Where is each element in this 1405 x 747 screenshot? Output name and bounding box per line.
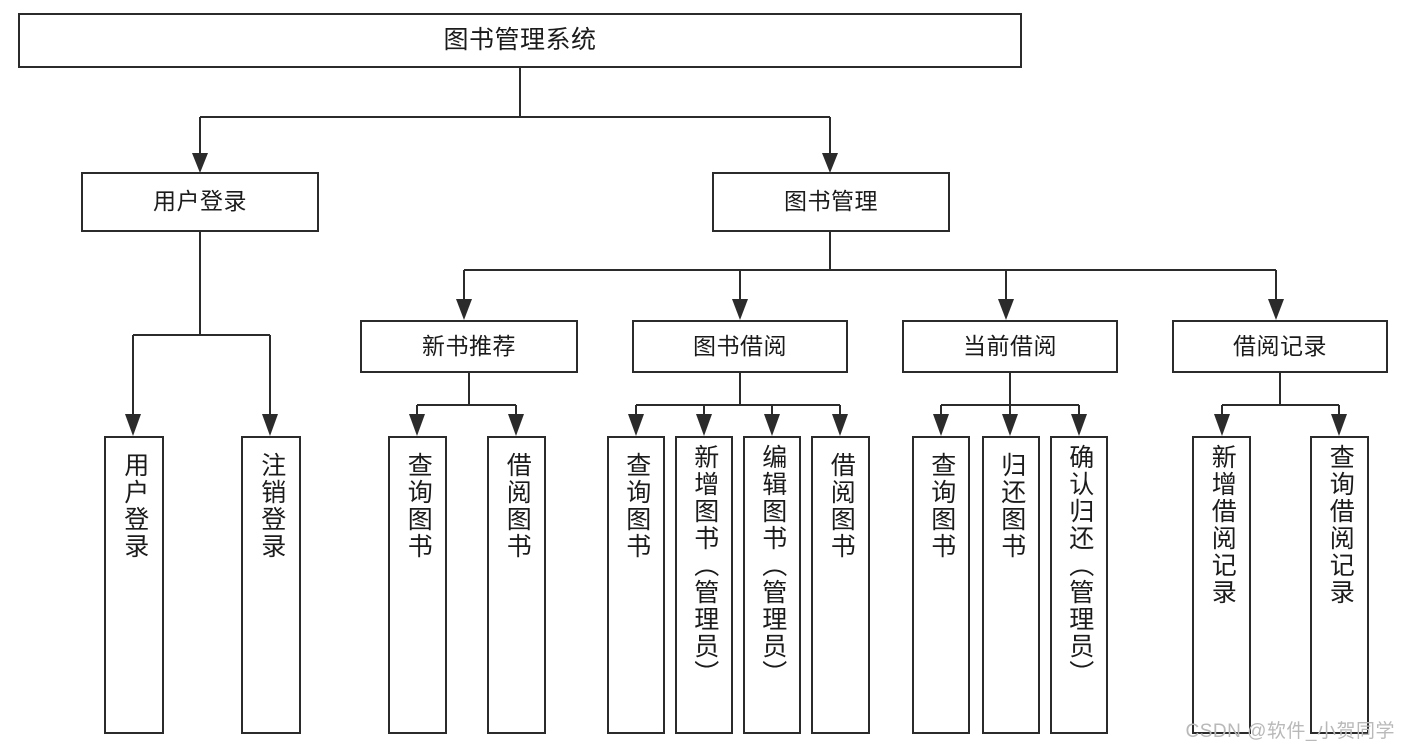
node-leaf-query-book-2-label: 查询图书 (622, 452, 651, 560)
node-root-label: 图书管理系统 (443, 25, 597, 54)
node-leaf-query-book-3[interactable]: 查询图书 (912, 436, 970, 734)
connector-current-borrow-branch (933, 373, 1087, 436)
node-leaf-user-logout[interactable]: 注销登录 (241, 436, 301, 734)
node-leaf-query-book-3-label: 查询图书 (927, 452, 956, 560)
node-leaf-borrow-book-2-label: 借阅图书 (827, 452, 856, 560)
node-current-borrow[interactable]: 当前借阅 (902, 320, 1118, 373)
node-leaf-query-book-1-label: 查询图书 (404, 452, 433, 560)
node-leaf-add-book[interactable]: 新增图书（管理员） (675, 436, 733, 734)
node-leaf-borrow-book-1-label: 借阅图书 (503, 452, 532, 560)
node-new-book-rec[interactable]: 新书推荐 (360, 320, 578, 373)
node-leaf-query-book-1[interactable]: 查询图书 (388, 436, 447, 734)
node-book-borrow-label: 图书借阅 (693, 332, 787, 359)
node-leaf-add-book-label: 新增图书（管理员） (690, 444, 719, 687)
node-current-borrow-label: 当前借阅 (963, 332, 1057, 359)
node-leaf-query-record-label: 查询借阅记录 (1326, 444, 1355, 606)
node-leaf-user-login-label: 用户登录 (120, 452, 149, 560)
node-leaf-user-login[interactable]: 用户登录 (104, 436, 164, 734)
connector-book-borrow-branch (628, 373, 848, 436)
connector-level2-bus (192, 115, 838, 173)
node-new-book-rec-label: 新书推荐 (422, 332, 516, 359)
node-borrow-record[interactable]: 借阅记录 (1172, 320, 1388, 373)
csdn-watermark: CSDN @软件_小贺同学 (1185, 721, 1395, 742)
node-book-manage[interactable]: 图书管理 (712, 172, 950, 232)
node-borrow-record-label: 借阅记录 (1233, 332, 1327, 359)
node-leaf-edit-book-label: 编辑图书（管理员） (758, 444, 787, 687)
node-book-manage-label: 图书管理 (784, 188, 878, 215)
node-leaf-user-logout-label: 注销登录 (257, 452, 286, 560)
connector-book-manage-bus (456, 232, 1284, 320)
connector-borrow-record-branch (1214, 373, 1347, 436)
node-leaf-query-book-2[interactable]: 查询图书 (607, 436, 665, 734)
node-leaf-borrow-book-1[interactable]: 借阅图书 (487, 436, 546, 734)
node-root[interactable]: 图书管理系统 (18, 13, 1022, 68)
node-user-login[interactable]: 用户登录 (81, 172, 319, 232)
node-leaf-add-record-label: 新增借阅记录 (1208, 444, 1237, 606)
connector-new-book-rec-branch (409, 373, 524, 436)
node-user-login-label: 用户登录 (153, 188, 247, 215)
node-leaf-return-book[interactable]: 归还图书 (982, 436, 1040, 734)
node-leaf-add-record[interactable]: 新增借阅记录 (1192, 436, 1251, 734)
node-leaf-confirm-return-label: 确认归还（管理员） (1065, 444, 1094, 687)
node-leaf-query-record[interactable]: 查询借阅记录 (1310, 436, 1369, 734)
node-leaf-confirm-return[interactable]: 确认归还（管理员） (1050, 436, 1108, 734)
node-leaf-borrow-book-2[interactable]: 借阅图书 (811, 436, 870, 734)
node-leaf-return-book-label: 归还图书 (997, 452, 1026, 560)
node-book-borrow[interactable]: 图书借阅 (632, 320, 848, 373)
node-leaf-edit-book[interactable]: 编辑图书（管理员） (743, 436, 801, 734)
connector-user-login-branch (125, 232, 278, 436)
